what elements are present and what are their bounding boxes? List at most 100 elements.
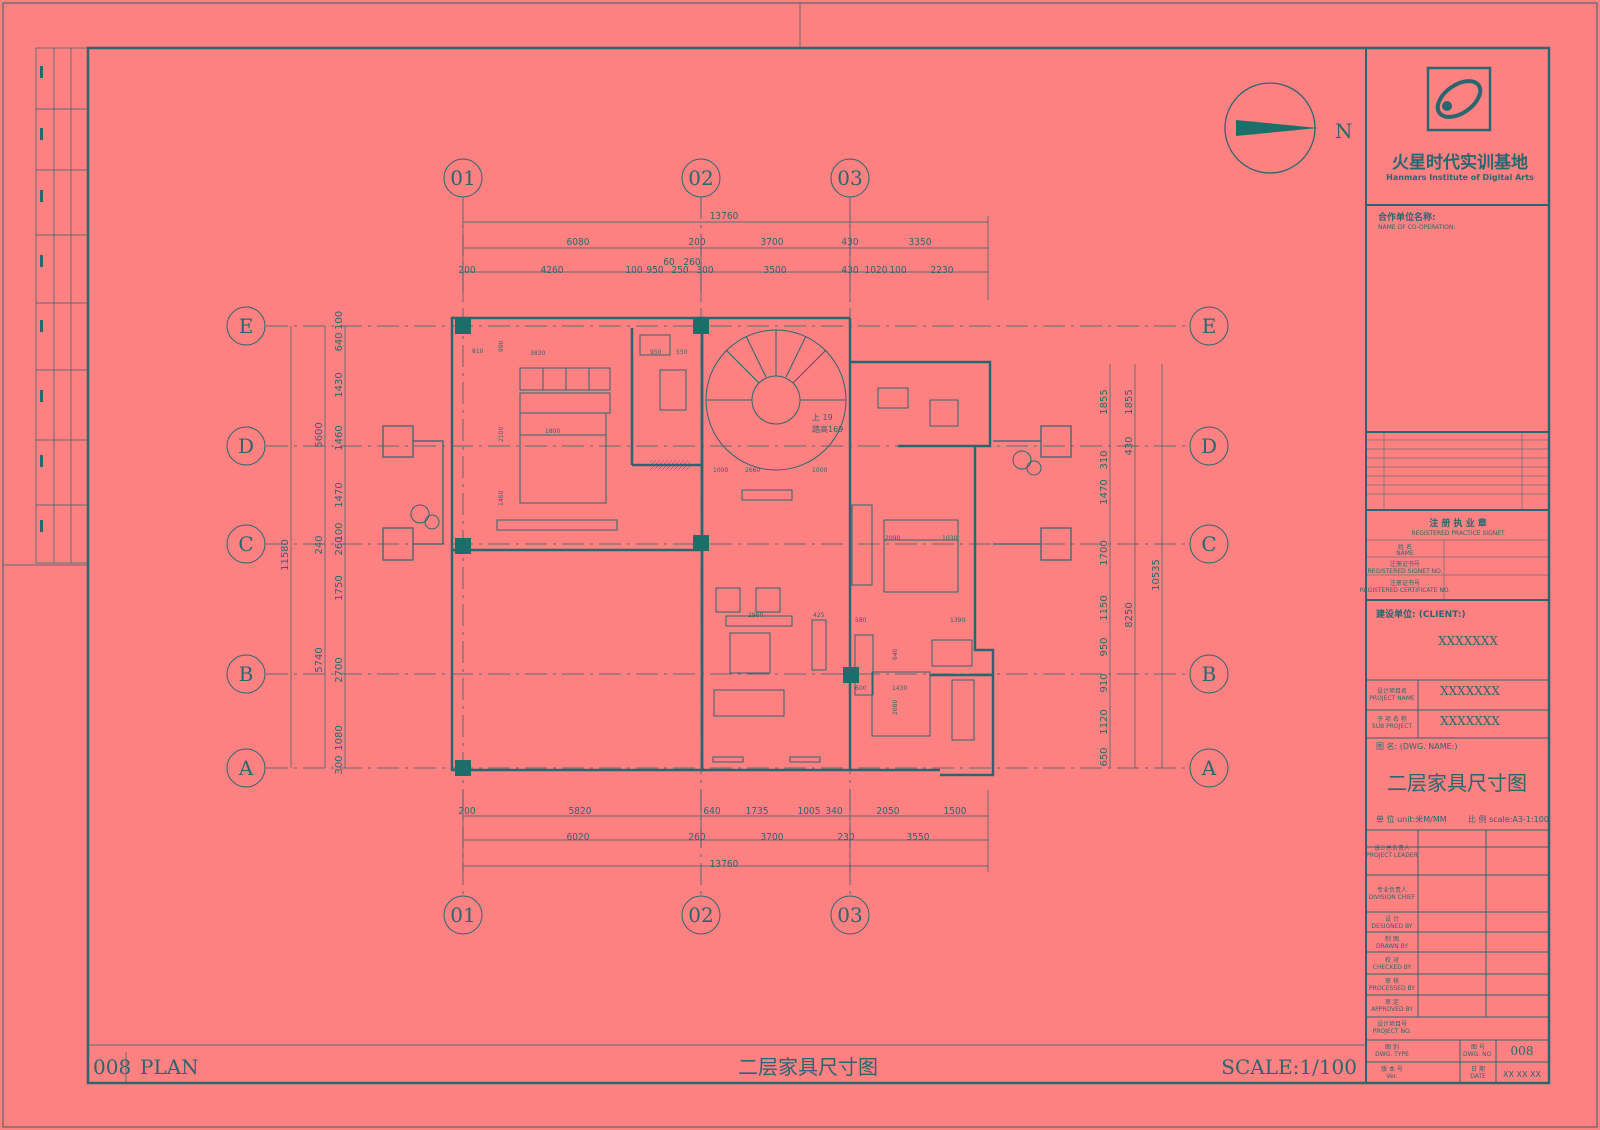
- sub-label-en: SUB PROJECT: [1372, 723, 1412, 730]
- dim-right-in-6: 950: [1099, 637, 1110, 656]
- room-dim: 640: [892, 648, 899, 660]
- axis-bubbles: [226, 158, 1229, 935]
- footer-title: 二层家具尺寸图: [738, 1055, 878, 1079]
- axis-D-right: D: [1201, 434, 1217, 458]
- stair-label-2: 踏高169: [812, 424, 843, 434]
- dim-left-in-3: 1460: [334, 425, 345, 450]
- role-cn: 制 图: [1385, 935, 1399, 943]
- dim-top-r1-4: 3350: [909, 237, 932, 248]
- date-label: 日 期: [1471, 1065, 1485, 1073]
- dimension-lines: [290, 216, 1163, 872]
- room-dim: 425: [813, 612, 825, 619]
- role-cn: 审 定: [1385, 998, 1399, 1006]
- axis-A-right: A: [1201, 756, 1217, 780]
- dim-top-r2-1: 4260: [541, 265, 564, 276]
- dim-right-in-1: 430: [1124, 436, 1135, 455]
- axis-A-left: A: [238, 756, 254, 780]
- room-dim: 3830: [530, 350, 545, 357]
- role-cn: 设计项目号: [1377, 1020, 1407, 1028]
- dim-left-mid-0: 5600: [314, 422, 325, 447]
- dim-left-in-2: 1430: [334, 372, 345, 397]
- room-dim: 1030: [942, 535, 957, 542]
- project-label: 设计项目名: [1377, 687, 1407, 695]
- room-dims: 810 990 3830 1800 2100 1460 950 550 1000…: [472, 340, 965, 715]
- dim-left-total: 11580: [280, 539, 291, 571]
- axis-B-left: B: [239, 662, 254, 686]
- dwg-type-en: DWG. TYPE: [1375, 1051, 1409, 1058]
- dim-right: 10535 1855 8250 1855 430 310 1470 1700 1…: [1099, 389, 1162, 766]
- org-logo: [1426, 66, 1492, 132]
- sub-value: XXXXXXX: [1440, 714, 1500, 728]
- stamp-cert-en: REGISTERED CERTIFICATE NO.: [1360, 587, 1451, 594]
- unit-label: 单 位 unit:米M/MM: [1376, 814, 1447, 824]
- room-dim: 2100: [498, 427, 505, 442]
- axis-C-left: C: [238, 532, 253, 556]
- dim-right-in-0: 1855: [1099, 389, 1110, 414]
- stair-label: 上 19: [812, 413, 833, 422]
- dim-right-in-5: 1150: [1099, 595, 1110, 620]
- axis-labels: 01 02 03 01 02 03 E D C B A E D C B A: [238, 166, 1217, 927]
- dim-bot-r1-3: 1735: [746, 806, 769, 817]
- dim-left-in-9: 1080: [334, 725, 345, 750]
- dim-left-in-1: 100: [334, 311, 345, 330]
- spiral-stair: [705, 329, 847, 471]
- role-en: DRAWN BY: [1376, 943, 1408, 950]
- dim-right-in-3: 1470: [1099, 479, 1110, 504]
- dim-bot-r2-2: 3700: [761, 832, 784, 843]
- role-cn: 设 计: [1385, 915, 1399, 923]
- role-en: PROCESSED BY: [1369, 985, 1415, 992]
- axis-02-top: 02: [688, 166, 713, 190]
- role-en: DESIGNED BY: [1372, 923, 1413, 930]
- date-en: DATE: [1470, 1073, 1486, 1080]
- dim-left-mid-1: 240: [314, 535, 325, 554]
- dim-top-r2-8: 3500: [764, 265, 787, 276]
- axis-E-left: E: [239, 314, 254, 338]
- north-label: N: [1335, 119, 1353, 143]
- room-dim: 1800: [545, 428, 560, 435]
- dim-top-r2-0: 200: [458, 265, 475, 276]
- room-dim: 1000: [812, 467, 827, 474]
- dim-top: 13760 6080 200 3700 430 3350 200 4260 10…: [458, 211, 953, 276]
- room-dim: 1460: [498, 491, 505, 506]
- stamp-label-en: REGISTERED PRACTICE SIGNET: [1411, 530, 1505, 537]
- footer-scale: SCALE:1/100: [1221, 1055, 1357, 1079]
- north-arrow-icon: [1236, 120, 1318, 136]
- axis-02-bottom: 02: [688, 903, 713, 927]
- room-dim: 580: [855, 617, 867, 624]
- project-value: XXXXXXX: [1440, 684, 1500, 698]
- dim-top-r1-1: 200: [688, 237, 705, 248]
- axis-03-top: 03: [837, 166, 862, 190]
- dim-top-r2-5: 250: [671, 265, 688, 276]
- room-dim: 1430: [892, 685, 907, 692]
- room-dim: 2960: [748, 612, 763, 619]
- dim-right-in-4: 1700: [1099, 540, 1110, 565]
- dim-bot-r2-3: 230: [837, 832, 854, 843]
- role-en: PROJECT LEADER: [1366, 852, 1418, 859]
- project-label-en: PROJECT NAME: [1369, 695, 1415, 702]
- role-en: PROJECT NO.: [1373, 1028, 1412, 1035]
- room-dim: 810: [472, 348, 484, 355]
- footer-view-label: PLAN: [140, 1055, 199, 1079]
- dim-left-in-7: 1750: [334, 575, 345, 600]
- axis-C-right: C: [1201, 532, 1216, 556]
- axis-01-bottom: 01: [450, 903, 475, 927]
- room-dim: 550: [676, 349, 688, 356]
- dwg-name: 二层家具尺寸图: [1387, 771, 1527, 795]
- dim-top-r1-3: 430: [841, 237, 858, 248]
- dim-top-total: 13760: [710, 211, 739, 222]
- dim-bot-r1-5: 340: [825, 806, 842, 817]
- dim-right-outer: 10535: [1151, 559, 1162, 591]
- role-cn: 审 核: [1385, 977, 1399, 985]
- dim-bottom: 200 5820 640 1735 1005 340 2050 1500 602…: [458, 806, 966, 870]
- room-dim: 600: [855, 685, 867, 692]
- room-dim: 2080: [892, 700, 899, 715]
- footer-sheet-number: 008: [93, 1055, 131, 1079]
- dim-bot-total: 13760: [710, 859, 739, 870]
- dim-right-in-2: 310: [1099, 450, 1110, 469]
- stamp-signet: 注册证书号: [1390, 560, 1420, 568]
- coop-label: 合作单位名称:: [1378, 211, 1436, 223]
- dim-bot-r1-4: 1005: [798, 806, 821, 817]
- north-arrow: N: [1224, 82, 1353, 174]
- dim-top-r2-10: 1020: [865, 265, 888, 276]
